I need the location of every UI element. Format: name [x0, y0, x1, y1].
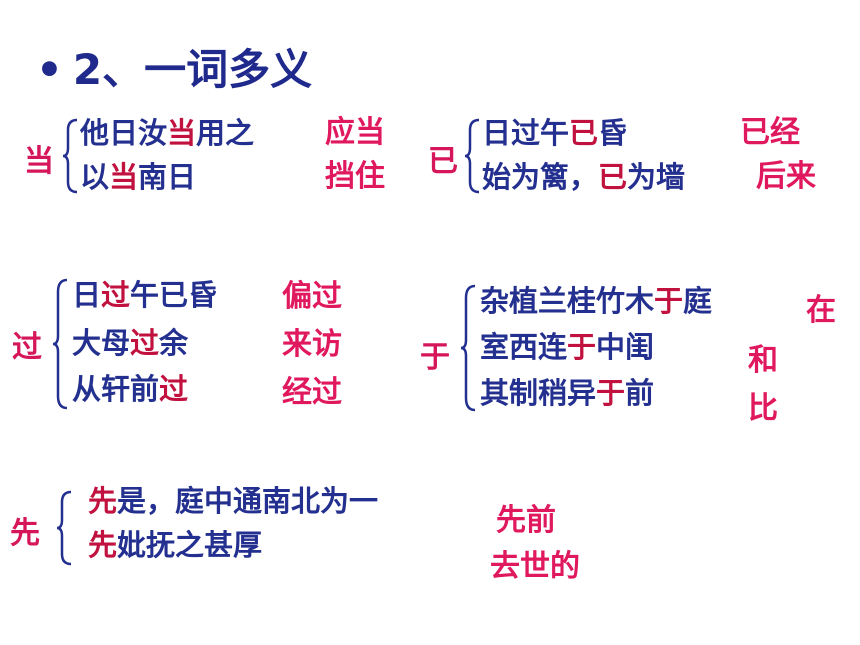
highlight-char: 当: [167, 116, 197, 150]
highlight-char: 过: [130, 326, 160, 360]
highlight-char: 已: [569, 116, 599, 150]
left-brace-icon: [56, 490, 74, 566]
head-char-yi: 已: [428, 144, 458, 179]
highlight-char: 于: [567, 330, 597, 364]
meaning-label: 应当: [325, 115, 385, 150]
highlight-char: 当: [109, 160, 139, 194]
example-line: 先妣抚之甚厚: [88, 528, 263, 562]
highlight-char: 过: [159, 372, 189, 406]
example-line: 其制稍异于前: [480, 376, 655, 410]
meaning-label: 已经: [740, 115, 800, 150]
left-brace-icon: [460, 284, 478, 412]
highlight-char: 过: [101, 278, 131, 312]
meaning-label: 比: [748, 391, 778, 426]
meaning-label: 偏过: [282, 279, 342, 314]
meaning-label: 来访: [282, 327, 342, 362]
example-line: 大母过余: [72, 326, 189, 360]
highlight-char: 先: [88, 484, 118, 518]
example-line: 日过午已昏: [72, 278, 218, 312]
example-line: 以当南日: [80, 160, 197, 194]
title-text: 2、一词多义: [72, 45, 313, 94]
example-line: 始为篱，已为墙: [482, 160, 686, 194]
left-brace-icon: [464, 118, 482, 194]
highlight-char: 于: [596, 376, 626, 410]
example-line: 先是，庭中通南北为一: [88, 484, 379, 518]
meaning-label: 在: [806, 293, 836, 328]
highlight-char: 已: [598, 160, 628, 194]
slide-title: •2、一词多义: [36, 36, 312, 97]
example-line: 从轩前过: [72, 372, 189, 406]
meaning-label: 后来: [756, 159, 816, 194]
example-line: 杂植兰桂竹木于庭: [480, 284, 713, 318]
meaning-label: 经过: [282, 375, 342, 410]
left-brace-icon: [52, 278, 70, 410]
head-char-xian: 先: [10, 516, 40, 551]
left-brace-icon: [62, 118, 80, 194]
head-char-yu: 于: [420, 340, 450, 375]
head-char-dang: 当: [24, 144, 54, 179]
example-line: 日过午已昏: [482, 116, 628, 150]
example-line: 他日汝当用之: [80, 116, 255, 150]
meaning-label: 挡住: [325, 159, 385, 194]
highlight-char: 先: [88, 528, 118, 562]
example-line: 室西连于中闺: [480, 330, 655, 364]
highlight-char: 于: [654, 284, 684, 318]
meaning-label: 去世的: [490, 549, 580, 584]
head-char-guo: 过: [12, 330, 42, 365]
meaning-label: 先前: [496, 503, 556, 538]
bullet-icon: •: [36, 45, 63, 94]
meaning-label: 和: [748, 343, 778, 378]
